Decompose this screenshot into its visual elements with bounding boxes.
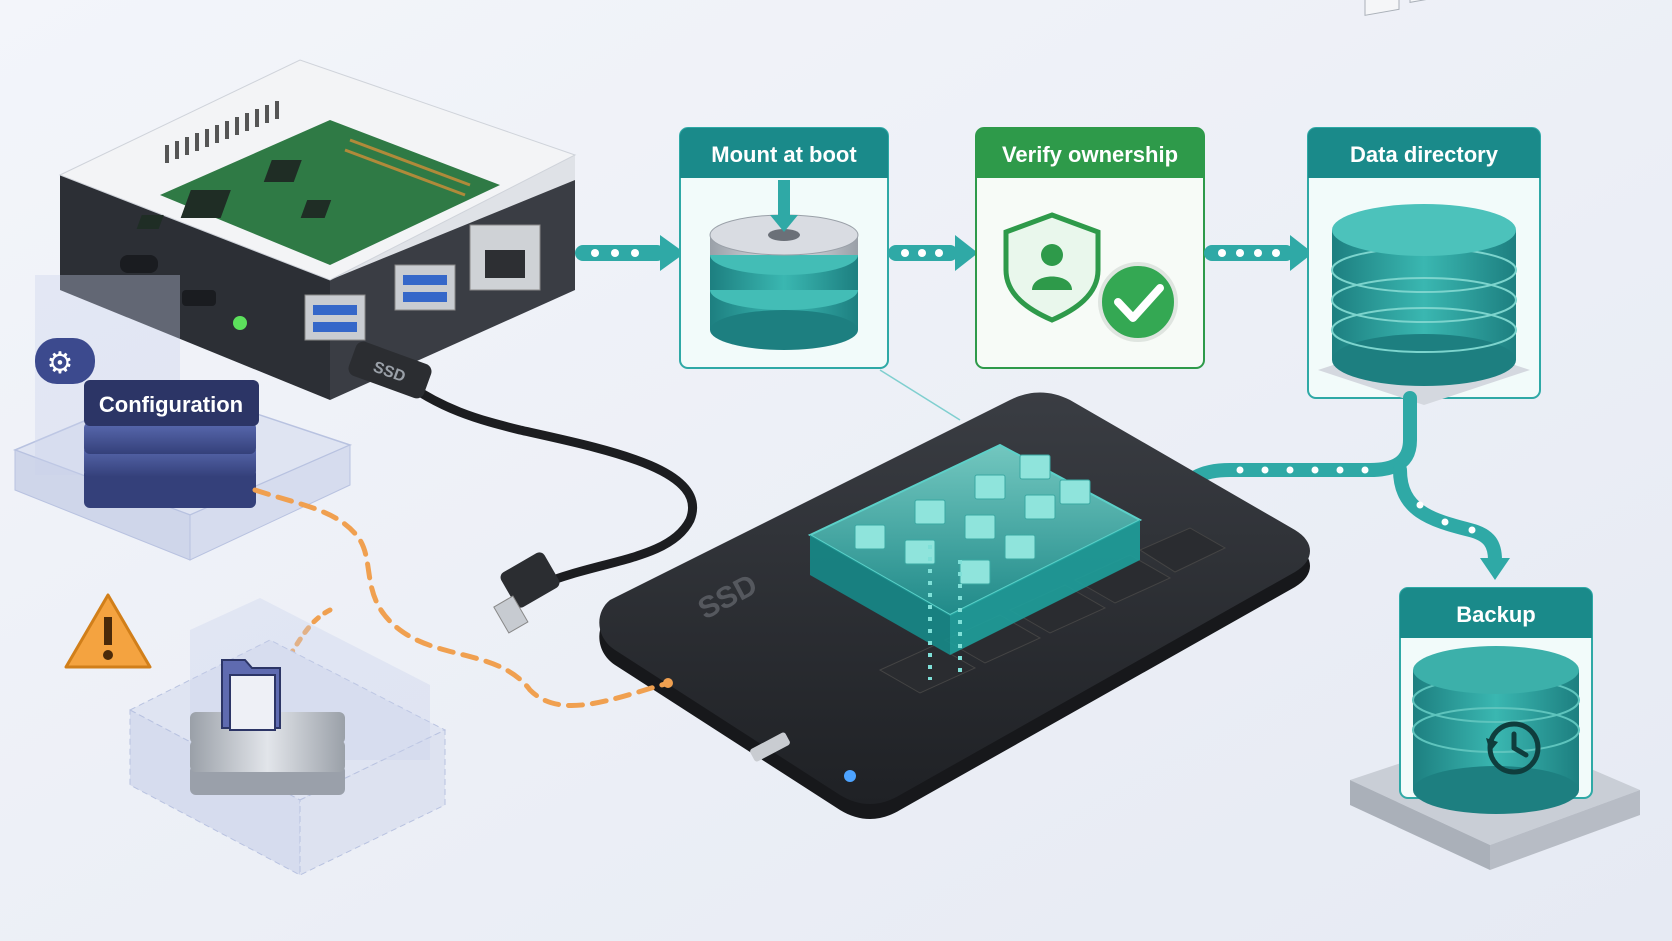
history-icon: [1486, 721, 1541, 775]
card-title-backup: Backup: [1456, 602, 1535, 627]
folder-icon: [854, 454, 1091, 585]
config-label: Configuration: [99, 392, 243, 417]
usb-cable: SSD: [348, 341, 697, 634]
flow-arrow-1: [575, 235, 685, 271]
card-title-verify: Verify ownership: [1002, 142, 1178, 167]
card-data-directory: Data directory: [1307, 0, 1541, 405]
ssd-led: [844, 770, 856, 782]
check-icon: [1098, 262, 1178, 342]
usb-ports: [304, 224, 541, 341]
warning-icon: [64, 593, 152, 669]
local-folder-stack: [128, 598, 447, 876]
card-mount-at-boot: Mount at boot: [679, 127, 889, 369]
card-verify-ownership: Verify ownership: [975, 127, 1205, 369]
configuration-panel: ⚙ Configuration: [12, 275, 353, 561]
card-title-data: Data directory: [1350, 142, 1499, 167]
flow-arrow-2: [888, 235, 978, 271]
glass-folder-tray: [807, 443, 1143, 680]
raspberry-pi-device: [58, 59, 577, 400]
disk-stack-icon: [709, 180, 859, 350]
folder-icon: [221, 659, 281, 731]
shield-user-icon: [1003, 212, 1101, 323]
gear-icon: ⚙: [47, 347, 74, 380]
ssd-drive: SSD: [599, 369, 1310, 819]
orange-dashed-link: [252, 487, 668, 708]
power-led: [233, 316, 247, 330]
flow-arrow-3: [1204, 235, 1313, 271]
vent-slots: [165, 101, 279, 163]
card-backup: Backup: [1350, 587, 1640, 870]
database-icon: [1331, 0, 1517, 386]
gear-badge: [35, 338, 95, 384]
card-title-mount: Mount at boot: [711, 142, 857, 167]
config-stack: [84, 422, 256, 508]
